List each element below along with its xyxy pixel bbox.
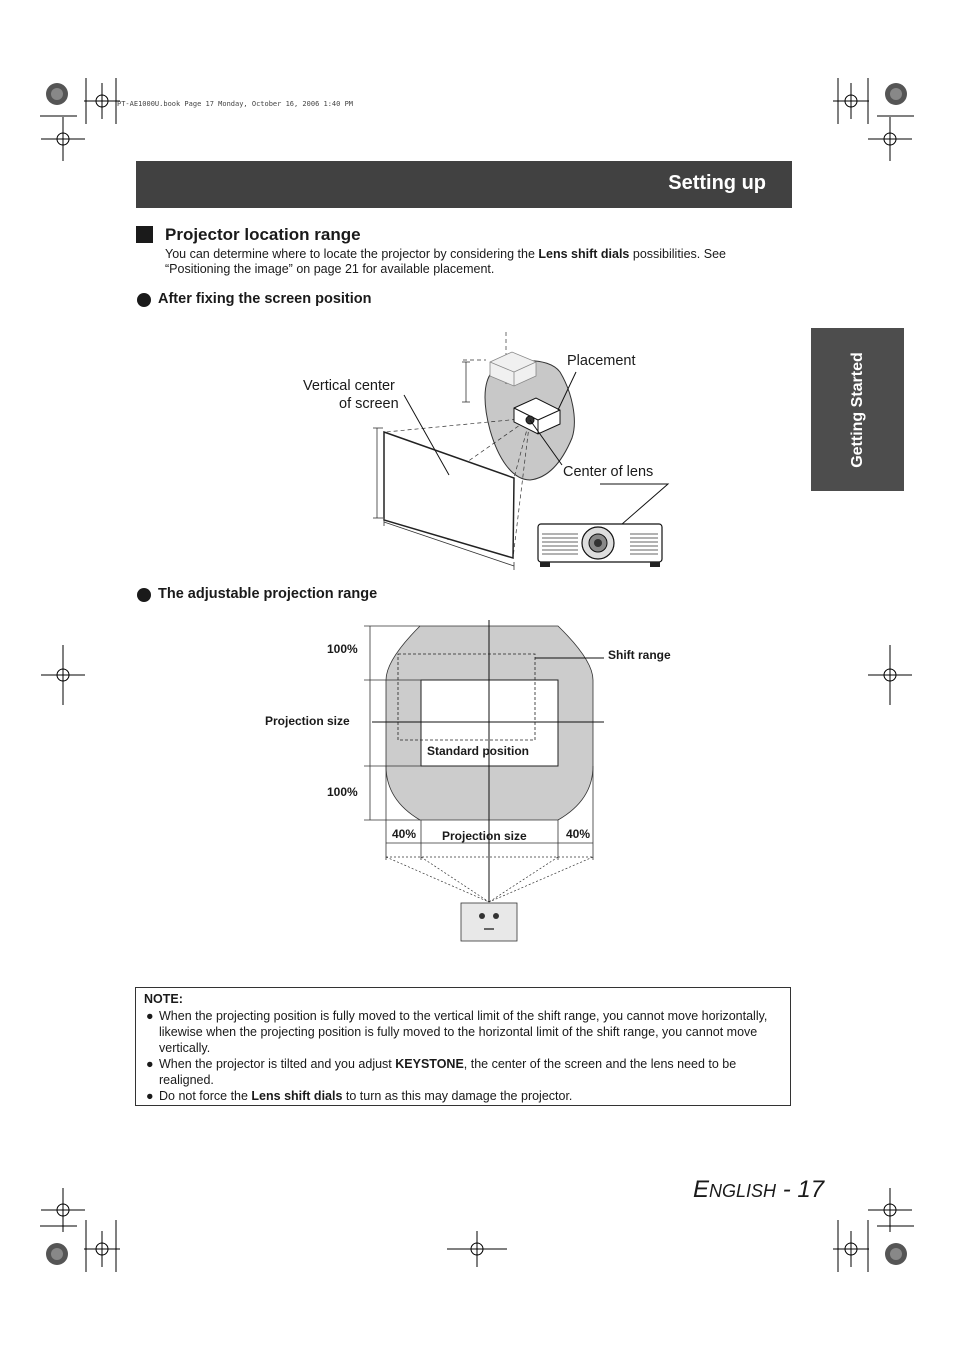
left-percent-label: 40% bbox=[392, 827, 417, 841]
top-percent-label: 100% bbox=[327, 642, 358, 656]
placement-label: Placement bbox=[567, 353, 636, 369]
bullet-icon: ● bbox=[146, 1089, 154, 1103]
footer-page: - 17 bbox=[776, 1176, 825, 1203]
crosshair-marks bbox=[41, 83, 912, 1267]
projection-size-vertical-label: Projection size bbox=[265, 714, 350, 728]
bullet-icon: ● bbox=[146, 1009, 154, 1023]
note-item-2-bold: KEYSTONE bbox=[395, 1057, 464, 1071]
note-item-2-text-b: , the center of the screen and the lens … bbox=[159, 1057, 737, 1087]
print-info: PT-AE1000U.book Page 17 Monday, October … bbox=[117, 100, 354, 108]
screen-shape bbox=[383, 430, 515, 559]
page-title: Setting up bbox=[668, 172, 766, 194]
shifted-position-rect bbox=[397, 653, 536, 741]
projection-size-horizontal-label: Projection size bbox=[442, 829, 527, 843]
right-percent-label: 40% bbox=[566, 827, 591, 841]
projector-ghost-icon bbox=[489, 351, 537, 387]
note-item-3-text-a: Do not force the bbox=[159, 1089, 252, 1103]
header-band: Setting up bbox=[136, 161, 792, 208]
bullet-dot-icon bbox=[137, 293, 151, 307]
bullet-dot-icon bbox=[137, 588, 151, 602]
note-box: NOTE: ● When the projecting position is … bbox=[135, 987, 791, 1106]
bottom-percent-label: 100% bbox=[327, 785, 358, 799]
subsection-2-title: The adjustable projection range bbox=[158, 586, 378, 602]
note-list: ● When the projecting position is fully … bbox=[144, 1008, 784, 1104]
note-item-3-bold: Lens shift dials bbox=[251, 1089, 343, 1103]
section-title: Projector location range bbox=[165, 225, 361, 244]
shift-range-label: Shift range bbox=[608, 648, 671, 662]
intro-bold: Lens shift dials bbox=[538, 247, 630, 261]
note-item: ● When the projector is tilted and you a… bbox=[144, 1056, 784, 1088]
note-item: ● When the projecting position is fully … bbox=[144, 1008, 784, 1056]
section-marker-icon bbox=[136, 226, 153, 243]
intro-text-1: You can determine where to locate the pr… bbox=[165, 247, 539, 261]
center-of-lens-label: Center of lens bbox=[563, 464, 654, 480]
standard-position-label: Standard position bbox=[427, 744, 529, 758]
projector-icon bbox=[513, 397, 561, 435]
note-item-1-text: When the projecting position is fully mo… bbox=[159, 1009, 768, 1055]
projector-top-icon bbox=[460, 902, 518, 942]
footer-e: E bbox=[693, 1176, 710, 1203]
note-item-3-text-b: to turn as this may damage the projector… bbox=[342, 1089, 573, 1103]
subsection-1-title: After fixing the screen position bbox=[158, 291, 372, 307]
intro-text-2: possibilities. See “Positioning the imag… bbox=[165, 247, 726, 276]
color-dot-marks bbox=[46, 83, 907, 1265]
note-item-2-text-a: When the projector is tilted and you adj… bbox=[159, 1057, 396, 1071]
bullet-icon: ● bbox=[146, 1057, 154, 1071]
page-number: ENGLISH - 17 bbox=[693, 1176, 824, 1204]
intro-paragraph: You can determine where to locate the pr… bbox=[165, 247, 775, 277]
projector-front-icon bbox=[537, 523, 663, 567]
note-title: NOTE: bbox=[144, 992, 183, 1006]
footer-nglish: NGLISH bbox=[709, 1181, 777, 1201]
side-tab: Getting Started bbox=[811, 328, 904, 491]
note-item: ● Do not force the Lens shift dials to t… bbox=[144, 1088, 784, 1104]
vertical-center-label-2: of screen bbox=[339, 396, 399, 412]
vertical-center-label-1: Vertical center bbox=[303, 378, 395, 394]
